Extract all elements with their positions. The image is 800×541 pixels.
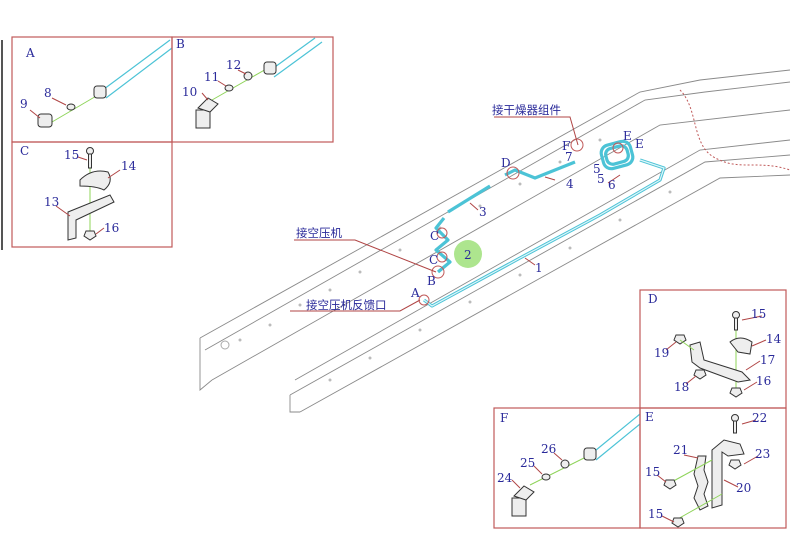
- part-18: 18: [674, 380, 689, 394]
- marker-E: E: [623, 129, 632, 143]
- dryer-assembly-label: 接干燥器组件: [492, 103, 561, 117]
- marker-C: C: [429, 253, 438, 267]
- compressor-label: 接空压机: [296, 226, 342, 240]
- detail-F: F 26 25 24: [493, 407, 641, 529]
- pipe-2: [434, 217, 452, 274]
- pipe-3: [447, 184, 491, 214]
- detail-A-title: A: [25, 46, 35, 60]
- part-5: 5: [597, 172, 605, 186]
- detail-F-title: F: [500, 411, 508, 425]
- part-11: 11: [204, 70, 219, 84]
- marker-A: A: [410, 286, 420, 300]
- part-4: 4: [566, 177, 574, 191]
- part-8: 8: [44, 86, 52, 100]
- part-21: 21: [673, 443, 688, 457]
- detail-D-title: D: [648, 292, 658, 306]
- detail-C-title: C: [20, 144, 29, 158]
- part-16: 16: [756, 374, 771, 388]
- part-19: 19: [654, 346, 669, 360]
- part-23: 23: [755, 447, 770, 461]
- part-14: 14: [766, 332, 782, 346]
- detail-A: A 9 8: [11, 36, 173, 143]
- part-7: 7: [565, 150, 573, 164]
- dryer-coil: [599, 139, 635, 171]
- part-25: 25: [520, 456, 535, 470]
- detail-C: C 15 14 13 16: [11, 141, 173, 248]
- marker-F: F: [562, 139, 570, 153]
- marker-B: B: [427, 274, 436, 288]
- part-10: 10: [182, 85, 197, 99]
- marker-D: D: [501, 156, 511, 170]
- part-1: 1: [535, 261, 543, 275]
- detail-D: D 15 14 17 16 19 18: [639, 289, 787, 409]
- part-15: 15: [64, 148, 79, 162]
- part-17: 17: [760, 353, 775, 367]
- pipe-1: [423, 158, 666, 308]
- part-12: 12: [226, 58, 241, 72]
- part-22: 22: [752, 411, 767, 425]
- part-3: 3: [479, 205, 487, 219]
- detail-E: E 22 23 21 15 20 15: [639, 407, 787, 529]
- part-26: 26: [541, 442, 556, 456]
- part-13: 13: [44, 195, 59, 209]
- marker-E: E: [635, 137, 644, 151]
- part-6: 6: [608, 178, 616, 192]
- part-15: 15: [751, 307, 766, 321]
- part-24: 24: [497, 471, 513, 485]
- part-15: 15: [645, 465, 660, 479]
- marker-C: C: [430, 229, 439, 243]
- callout-highlight: [454, 240, 482, 268]
- main-leaders: [290, 116, 621, 312]
- part-9: 9: [20, 97, 28, 111]
- detail-E-title: E: [645, 410, 654, 424]
- part-5: 5: [593, 162, 601, 176]
- part-15: 15: [648, 507, 663, 521]
- part-14: 14: [121, 159, 137, 173]
- pipe-4: [504, 160, 576, 180]
- compressor-feedback-label: 接空压机反馈口: [306, 298, 387, 312]
- part-2: 2: [464, 248, 472, 262]
- part-20: 20: [736, 481, 751, 495]
- detail-B-title: B: [176, 37, 185, 51]
- detail-B: B 10 11 12: [171, 36, 334, 143]
- part-16: 16: [104, 221, 119, 235]
